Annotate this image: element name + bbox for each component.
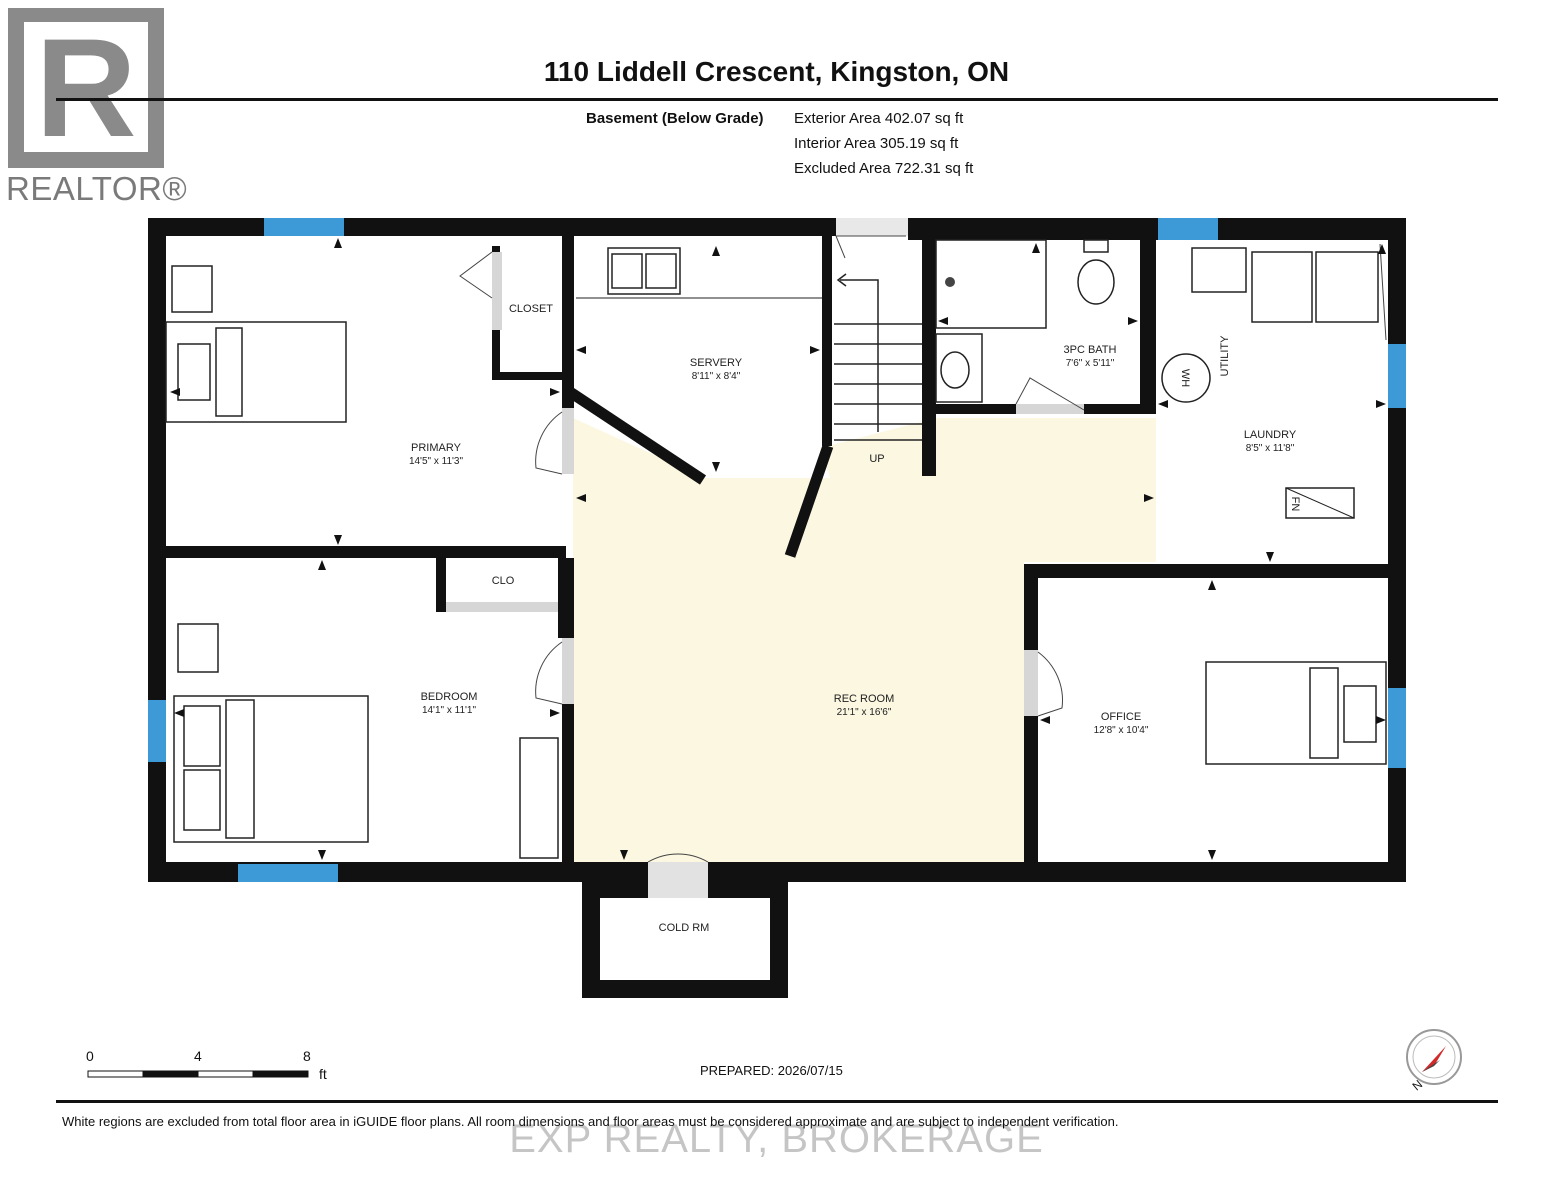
header-rule (56, 98, 1498, 101)
bedroom-dims: 14'1" x 11'1" (422, 705, 477, 716)
laundry-fixtures (1161, 247, 1379, 519)
cold-room-walls (582, 880, 788, 998)
water-heater-label: WH (1179, 369, 1191, 387)
rec-room-name: REC ROOM (834, 693, 895, 705)
primary-door (562, 408, 574, 474)
stairs-label: UP (869, 453, 884, 465)
scale-unit: ft (319, 1066, 327, 1082)
scale-bar (87, 1070, 309, 1078)
level-label: Basement (Below Grade) (586, 110, 764, 127)
interior-walls (166, 236, 1388, 862)
servery-name: SERVERY (690, 357, 743, 369)
bath-fixtures (935, 239, 1115, 403)
rec-room-floor (573, 418, 1156, 862)
primary-name: PRIMARY (411, 442, 462, 454)
realtor-logo: R (8, 8, 164, 168)
scale-label-4: 4 (194, 1048, 202, 1064)
brokerage-watermark: EXP REALTY, BROKERAGE (509, 1117, 1044, 1161)
laundry-dims: 8'5" x 11'8" (1246, 443, 1295, 454)
bedroom-name: BEDROOM (421, 691, 478, 703)
servery-angled-wall (566, 387, 707, 485)
office-furniture (1205, 661, 1387, 765)
cold-room-door-swing (647, 853, 709, 863)
realtor-logo-letter: R (35, 9, 136, 166)
clo-door (446, 602, 558, 612)
compass-icon (1406, 1029, 1462, 1085)
servery-dims: 8'11" x 8'4" (692, 371, 741, 382)
stair-angled-wall (784, 444, 834, 558)
windows (148, 218, 1406, 882)
realtor-wordmark: REALTOR® (6, 170, 188, 207)
staircase (834, 273, 922, 441)
cold-room-door-opening (648, 862, 708, 898)
primary-furniture (165, 265, 347, 423)
office-door (1024, 650, 1038, 716)
closet-door (492, 252, 502, 330)
bath-door (1016, 404, 1084, 414)
laundry-name: LAUNDRY (1244, 429, 1297, 441)
primary-dims: 14'5" x 11'3" (409, 456, 464, 467)
furnace-label: FN (1289, 497, 1301, 512)
servery-sink (607, 247, 681, 295)
excluded-area: Excluded Area 722.31 sq ft (794, 160, 974, 177)
utility-label: UTILITY (1219, 335, 1231, 377)
office-dims: 12'8" x 10'4" (1094, 725, 1149, 736)
clo-name: CLO (492, 575, 515, 587)
closet-name: CLOSET (509, 303, 553, 315)
property-address-title: 110 Liddell Crescent, Kingston, ON (543, 56, 1010, 87)
exterior-area: Exterior Area 402.07 sq ft (794, 110, 964, 127)
disclaimer-note: White regions are excluded from total fl… (62, 1114, 1119, 1129)
bedroom-door (562, 638, 574, 704)
scale-label-8: 8 (303, 1048, 311, 1064)
interior-area: Interior Area 305.19 sq ft (794, 135, 959, 152)
dimension-arrows (170, 238, 1386, 860)
prepared-date: PREPARED: 2026/07/15 (700, 1063, 843, 1078)
bedroom-furniture (173, 623, 559, 859)
cold-room-name: COLD RM (659, 922, 710, 934)
scale-label-0: 0 (86, 1048, 94, 1064)
footer-rule (56, 1100, 1498, 1103)
rec-room-dims: 21'1" x 16'6" (837, 707, 892, 718)
bath-dims: 7'6" x 5'11" (1066, 358, 1115, 369)
office-name: OFFICE (1101, 711, 1141, 723)
bath-name: 3PC BATH (1064, 344, 1117, 356)
